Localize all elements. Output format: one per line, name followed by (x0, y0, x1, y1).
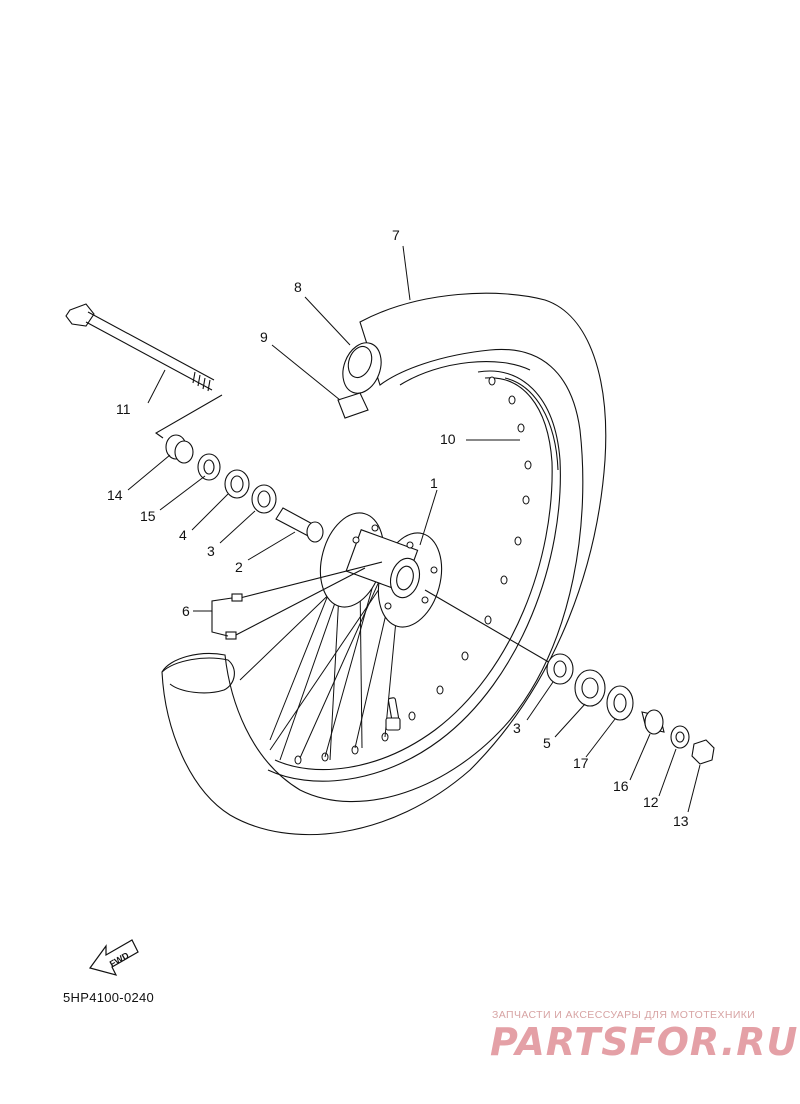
callout-11: 11 (116, 401, 131, 417)
watermark-brand: PARTSFOR.RU (490, 1020, 799, 1064)
callout-16: 16 (613, 778, 629, 794)
callout-8: 8 (294, 279, 302, 295)
tire-drawing (161, 292, 607, 836)
callout-17: 17 (573, 755, 589, 771)
callout-2: 2 (235, 559, 243, 575)
callout-3-right: 3 (513, 720, 521, 736)
leader-lines (127, 245, 701, 813)
callout-3-left: 3 (207, 543, 215, 559)
callout-4: 4 (179, 527, 187, 543)
callout-1: 1 (430, 475, 438, 491)
axle-drawing (65, 303, 223, 439)
right-parts-drawing (424, 589, 715, 765)
callout-15: 15 (140, 508, 156, 524)
watermark-caption: ЗАПЧАСТИ И АКСЕССУАРЫ ДЛЯ МОТОТЕХНИКИ (492, 1009, 756, 1021)
callout-9: 9 (260, 329, 268, 345)
callout-14: 14 (107, 487, 123, 503)
callout-13: 13 (673, 813, 689, 829)
callout-6: 6 (182, 603, 190, 619)
diagram-code: 5HP4100-0240 (63, 990, 155, 1005)
callout-10: 10 (440, 431, 456, 447)
callout-12: 12 (643, 794, 659, 810)
fwd-arrow-icon: FWD (89, 939, 139, 976)
valve-drawing (385, 697, 401, 731)
tube-drawing (337, 342, 382, 419)
rim-drawing (267, 370, 561, 782)
callout-5: 5 (543, 735, 551, 751)
loose-spokes-drawing (193, 561, 383, 640)
left-parts-drawing (165, 434, 324, 543)
spokes-drawing (239, 539, 401, 761)
callout-labels: 1 2 3 3 4 5 6 7 8 9 10 11 12 13 14 15 16… (107, 227, 689, 829)
hub-drawing (319, 512, 443, 628)
callout-7: 7 (392, 227, 400, 243)
